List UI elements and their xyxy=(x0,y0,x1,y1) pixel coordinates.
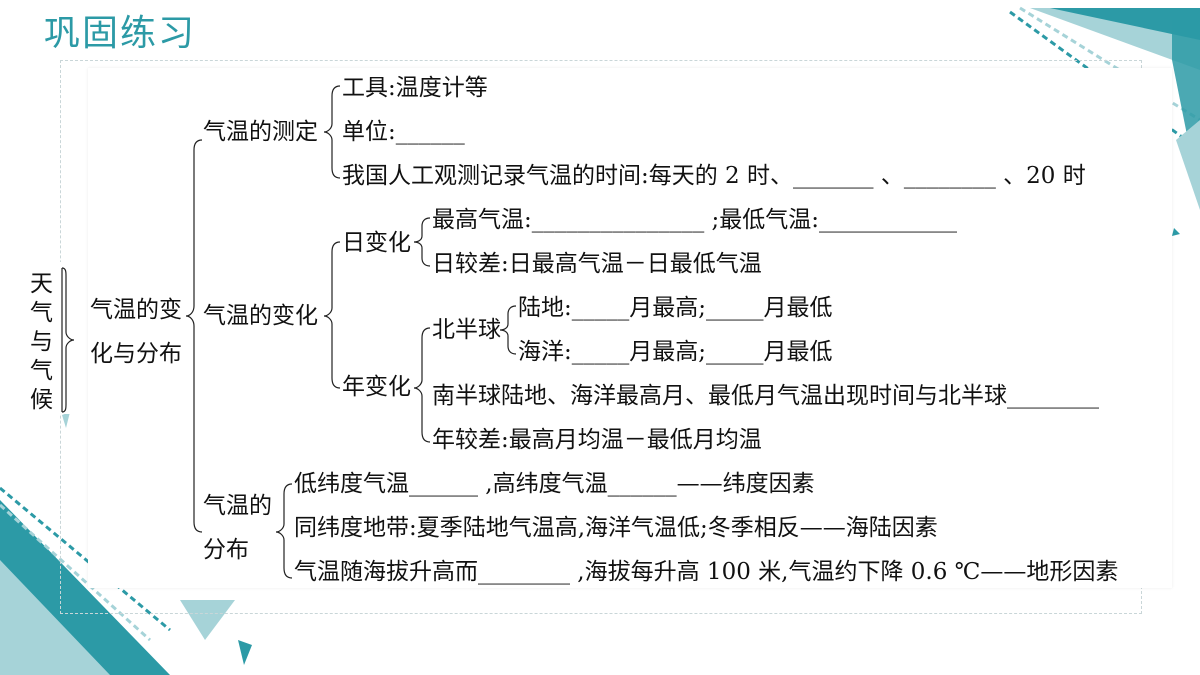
measure-unit: 单位:______ xyxy=(342,119,465,145)
annual-label: 年变化 xyxy=(342,374,411,400)
root-label: 天气与气候 xyxy=(30,271,53,413)
distribution-terrain: 气温随海拔升高而________ ,海拔每升高 100 米,气温约下降 0.6 … xyxy=(294,559,1119,585)
topic-line1: 气温的变 xyxy=(90,297,182,323)
distribution-label-1: 气温的 xyxy=(203,493,272,519)
measure-label: 气温的测定 xyxy=(203,119,318,145)
distribution-latitude: 低纬度气温______ ,高纬度气温______——纬度因素 xyxy=(294,471,815,497)
daily-range: 日较差:日最高气温－日最低气温 xyxy=(432,251,762,277)
annual-range: 年较差:最高月均温－最低月均温 xyxy=(432,427,762,453)
south-hemisphere: 南半球陆地、海洋最高月、最低月气温出现时间与北半球________ xyxy=(432,383,1099,409)
content-card xyxy=(88,68,1172,588)
change-label: 气温的变化 xyxy=(203,303,318,329)
measure-brace xyxy=(323,85,341,179)
distribution-label-2: 分布 xyxy=(203,537,249,563)
north-ocean: 海洋:_____月最高;_____月最低 xyxy=(518,339,833,365)
north-label: 北半球 xyxy=(432,317,501,343)
north-brace xyxy=(499,305,517,355)
page-title: 巩固练习 xyxy=(44,13,197,54)
annual-brace xyxy=(413,327,431,443)
change-brace xyxy=(323,241,341,389)
topic-line2: 化与分布 xyxy=(90,341,182,367)
north-land: 陆地:_____月最高;_____月最低 xyxy=(518,295,833,321)
distribution-land-sea: 同纬度地带:夏季陆地气温高,海洋气温低;冬季相反——海陆因素 xyxy=(294,515,938,541)
root-brace xyxy=(61,267,75,413)
measure-tool: 工具:温度计等 xyxy=(342,75,488,101)
topic-brace xyxy=(185,139,203,533)
daily-label: 日变化 xyxy=(342,230,411,256)
measure-time: 我国人工观测记录气温的时间:每天的 2 时、_______ 、________ … xyxy=(342,163,1086,189)
root-box: 天气与气候 xyxy=(14,262,70,414)
daily-brace xyxy=(413,217,431,267)
distribution-brace xyxy=(275,483,293,579)
daily-maxmin: 最高气温:_______________ ;最低气温:____________ xyxy=(432,207,958,233)
